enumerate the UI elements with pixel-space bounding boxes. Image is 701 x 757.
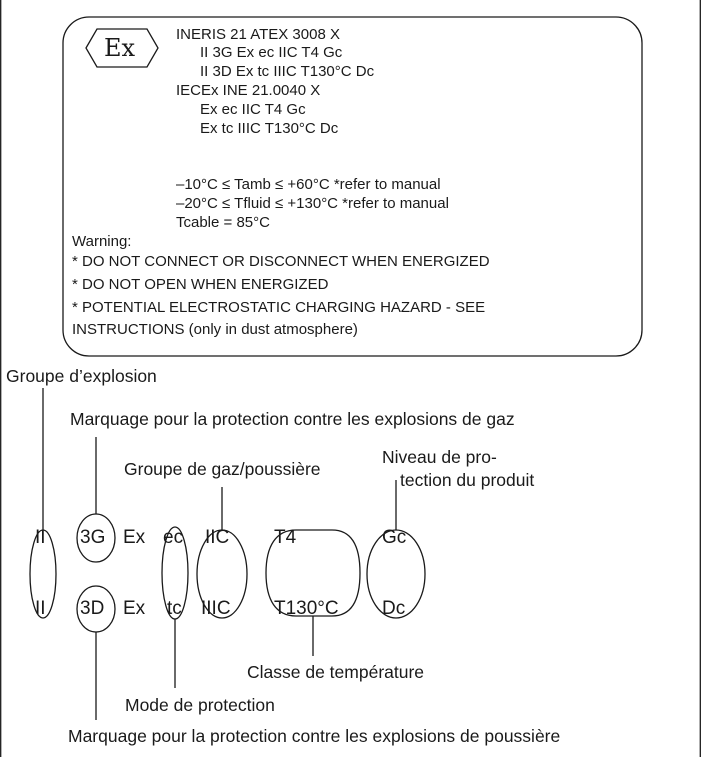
gas-dust-group-label: Groupe de gaz/poussière: [124, 459, 321, 479]
gas-subgroup: IIC: [205, 527, 230, 548]
gas-category: 3G: [80, 527, 106, 548]
temperature-class-shape: [265, 529, 361, 617]
dust-ex-symbol: Ex: [123, 598, 146, 619]
warning-title: Warning:: [72, 233, 132, 250]
warning-line-1: * DO NOT CONNECT OR DISCONNECT WHEN ENER…: [72, 253, 490, 270]
dust-marking-label: Marquage pour la protection contre les e…: [68, 726, 561, 746]
protection-level-label-1: Niveau de pro-: [382, 447, 497, 467]
label-plate-border: [62, 16, 643, 357]
warning-line-2: * DO NOT OPEN WHEN ENERGIZED: [72, 276, 329, 293]
gas-equipment-group: II: [35, 527, 46, 548]
iecex-dust-marking: Ex tc IIIC T130°C Dc: [200, 120, 339, 137]
atex-certificate: INERIS 21 ATEX 3008 X: [176, 26, 340, 43]
gas-marking-label: Marquage pour la protection contre les e…: [70, 409, 515, 429]
gas-ex-symbol: Ex: [123, 527, 146, 548]
iecex-gas-marking: Ex ec IIC T4 Gc: [200, 101, 306, 118]
ex-logo-text: Ex: [104, 34, 136, 62]
explosion-group-label: Groupe d’explosion: [6, 366, 157, 386]
atex-gas-marking: II 3G Ex ec IIC T4 Gc: [200, 44, 343, 61]
dust-equipment-group: II: [35, 598, 46, 619]
fluid-temperature: –20°C ≤ Tfluid ≤ +130°C *refer to manual: [176, 195, 449, 212]
gas-protection-level: Gc: [382, 527, 407, 548]
warning-line-3: * POTENTIAL ELECTROSTATIC CHARGING HAZAR…: [72, 299, 486, 316]
gas-temperature-class: T4: [274, 527, 297, 548]
ambient-temperature: –10°C ≤ Tamb ≤ +60°C *refer to manual: [176, 176, 441, 193]
gas-protection-mode: ec: [163, 527, 184, 548]
ex-hexagon-logo-icon: [85, 28, 159, 68]
cable-temperature: Tcable = 85°C: [176, 214, 270, 231]
atex-dust-marking: II 3D Ex tc IIIC T130°C Dc: [200, 63, 375, 80]
temperature-class-label: Classe de température: [247, 662, 425, 682]
dust-temperature-class: T130°C: [274, 598, 339, 619]
protection-level-label-2: tection du produit: [400, 470, 535, 490]
dust-subgroup: IIIC: [201, 598, 231, 619]
dust-protection-mode: tc: [167, 598, 182, 619]
dust-category: 3D: [80, 598, 105, 619]
protection-mode-label: Mode de protection: [125, 695, 275, 715]
iecex-certificate: IECEx INE 21.0040 X: [176, 82, 321, 99]
dust-protection-level: Dc: [382, 598, 406, 619]
warning-line-4: INSTRUCTIONS (only in dust atmosphere): [72, 321, 358, 338]
